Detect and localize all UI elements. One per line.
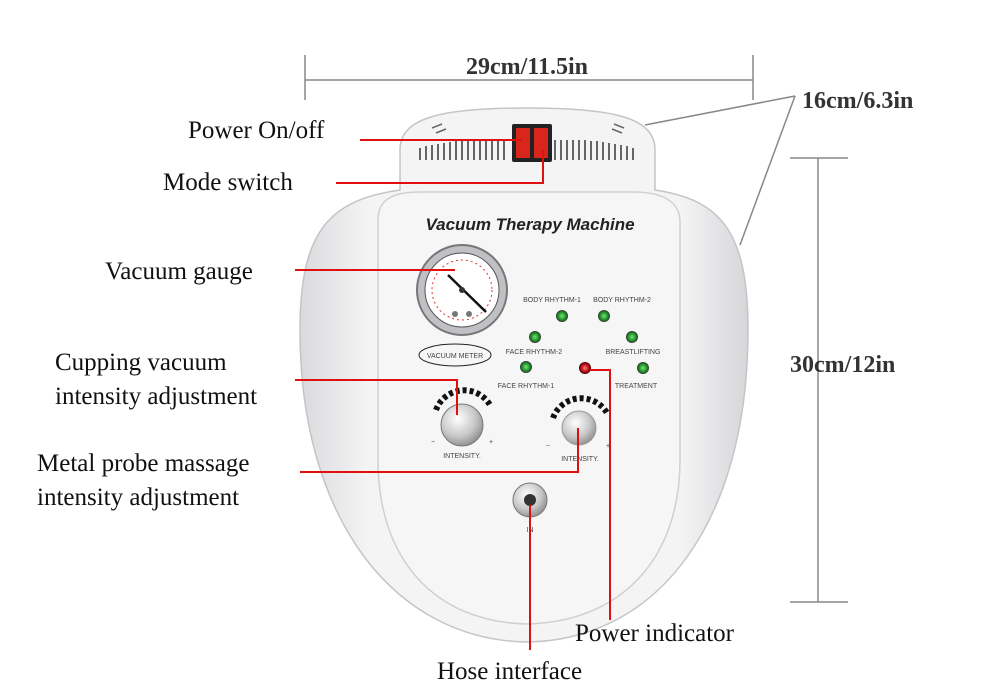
intensity-label: INTENSITY.: [561, 456, 599, 463]
depth-dimension: 16cm/6.3in: [802, 88, 913, 114]
width-dimension: 29cm/11.5in: [466, 54, 588, 80]
power-switch[interactable]: [512, 124, 552, 162]
indicator-led: [529, 331, 541, 343]
callout-probe-intensity: Metal probe massage: [37, 450, 249, 477]
indicator-label: FACE RHYTHM-2: [506, 349, 563, 356]
vacuum-gauge: [416, 244, 508, 336]
indicator-led: [626, 331, 638, 343]
indicator-label: TREATMENT: [615, 383, 658, 390]
plus-label: +: [489, 439, 493, 446]
indicator-label: FACE RHYTHM-1: [498, 383, 555, 390]
callout-vacuum-gauge: Vacuum gauge: [105, 258, 253, 285]
minus-label: −: [546, 443, 550, 450]
hose-port[interactable]: [512, 482, 548, 518]
plus-label: +: [606, 443, 610, 450]
indicator-label: BODY RHYTHM-1: [523, 297, 581, 304]
device-title: Vacuum Therapy Machine: [425, 215, 634, 234]
device-body: Vacuum Therapy Machine VACUUM METER BODY…: [299, 107, 749, 643]
callout-hose-interface: Hose interface: [437, 658, 582, 685]
cupping-intensity-knob[interactable]: [433, 387, 493, 447]
height-dimension: 30cm/12in: [790, 352, 895, 378]
intensity-label: INTENSITY.: [443, 453, 481, 460]
callout-lines: [295, 139, 611, 650]
callout-probe-intensity-2: intensity adjustment: [37, 484, 239, 511]
callout-cupping-intensity: Cupping vacuum: [55, 349, 227, 376]
callout-cupping-intensity-2: intensity adjustment: [55, 383, 257, 410]
indicator-led: [556, 310, 568, 322]
callout-power-switch: Power On/off: [188, 117, 325, 144]
indicator-label: BODY RHYTHM-2: [593, 297, 651, 304]
vent-grille: [419, 123, 634, 160]
vacuum-meter-badge: [418, 343, 492, 367]
indicator-led: [520, 361, 532, 373]
minus-label: −: [431, 439, 435, 446]
callout-mode-switch: Mode switch: [163, 169, 293, 196]
vacuum-meter-label: VACUUM METER: [427, 353, 483, 360]
power-indicator-led: [579, 362, 591, 374]
dimension-lines: [304, 55, 848, 603]
indicator-led: [637, 362, 649, 374]
indicator-label: BREASTLIFTING: [606, 349, 661, 356]
callout-power-indicator: Power indicator: [575, 620, 735, 647]
indicator-led: [598, 310, 610, 322]
